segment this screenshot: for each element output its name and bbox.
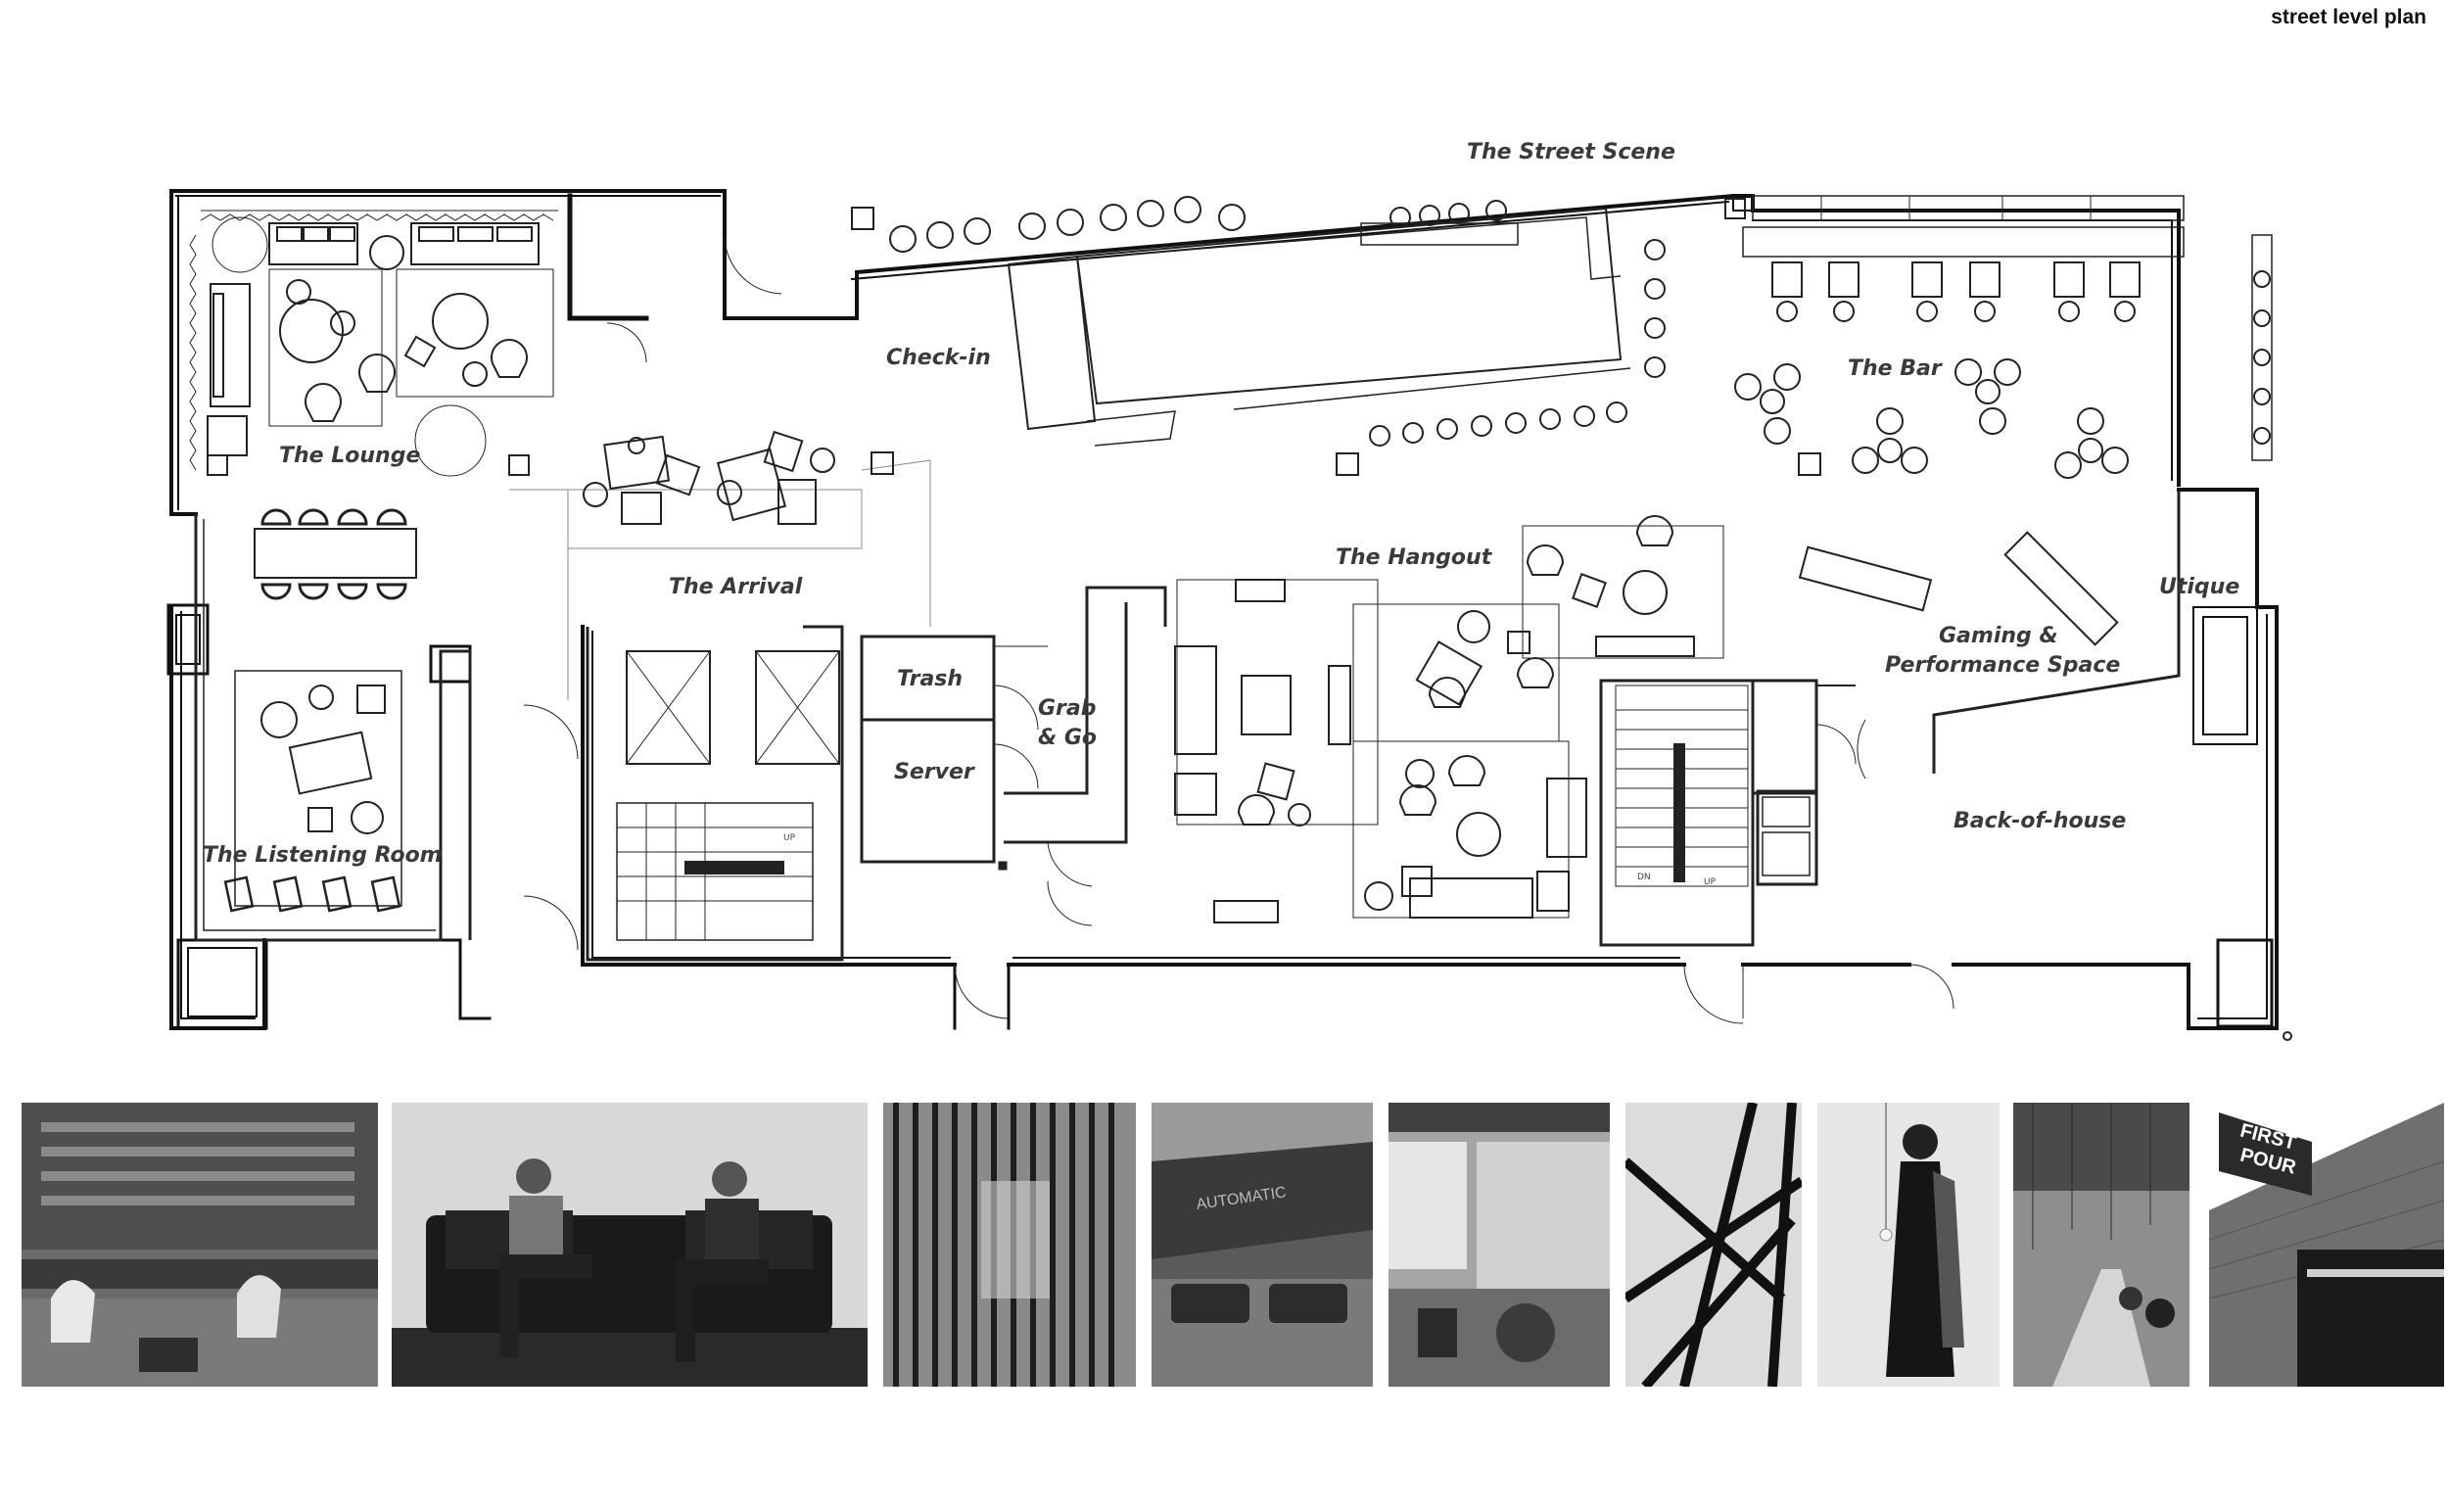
photo-woman-portrait [1817, 1103, 2000, 1387]
label-bar: The Bar [1848, 356, 1943, 381]
label-street-scene: The Street Scene [1467, 140, 1675, 165]
hangout [1174, 515, 1724, 923]
arrival-area [509, 196, 1746, 700]
bar-table-1 [1734, 363, 1801, 445]
bar-area [1734, 195, 2273, 1010]
label-gaming-2: Performance Space [1885, 653, 2120, 678]
photo-sofa-portrait [392, 1103, 868, 1387]
label-grab-2: & Go [1038, 726, 1097, 750]
photo-cafe-interior [1389, 1103, 1610, 1387]
page-title: street level plan [2271, 6, 2426, 28]
label-server: Server [894, 760, 975, 784]
lounge [189, 210, 558, 600]
east-stair [1599, 679, 1857, 1024]
photo-beaded-curtain [883, 1103, 1136, 1387]
stair-up-mark: UP [783, 833, 796, 843]
label-check-in: Check-in [886, 346, 991, 370]
photo-first-pour-facade: FIRST POUR [2209, 1103, 2444, 1387]
label-listening-room: The Listening Room [203, 843, 443, 868]
label-hangout: The Hangout [1336, 545, 1493, 570]
doors [523, 234, 2292, 1041]
core [586, 586, 1167, 962]
exterior-walls [166, 189, 2279, 1030]
photo-listening-room [22, 1103, 378, 1387]
label-gaming-1: Gaming & [1939, 624, 2058, 648]
label-lounge: The Lounge [279, 444, 420, 468]
room-labels: The Street Scene Check-in The Bar The Lo… [203, 140, 2239, 887]
floor-plan: The Street Scene Check-in The Bar The Lo… [166, 140, 2292, 1041]
photo-automatic-restaurant: AUTOMATIC [1152, 1103, 1373, 1387]
street-scene-chairs [889, 196, 1746, 447]
bar-table-4 [2054, 407, 2129, 479]
photo-communal-table [2013, 1103, 2189, 1387]
label-arrival: The Arrival [669, 575, 803, 599]
bar-table-2 [1852, 407, 1928, 474]
first-pour-sign [2219, 1112, 2312, 1196]
listening-room [194, 514, 472, 942]
label-back-of-house: Back-of-house [1954, 809, 2126, 833]
stair-up-mark-east: UP [1704, 877, 1717, 887]
label-trash: Trash [897, 667, 963, 691]
photo-steel-tower [1625, 1103, 1802, 1387]
bar-table-3 [1954, 358, 2021, 435]
stair-dn-mark: DN [1637, 873, 1651, 882]
label-utique: Utique [2159, 575, 2239, 599]
label-grab-1: Grab [1038, 696, 1097, 721]
